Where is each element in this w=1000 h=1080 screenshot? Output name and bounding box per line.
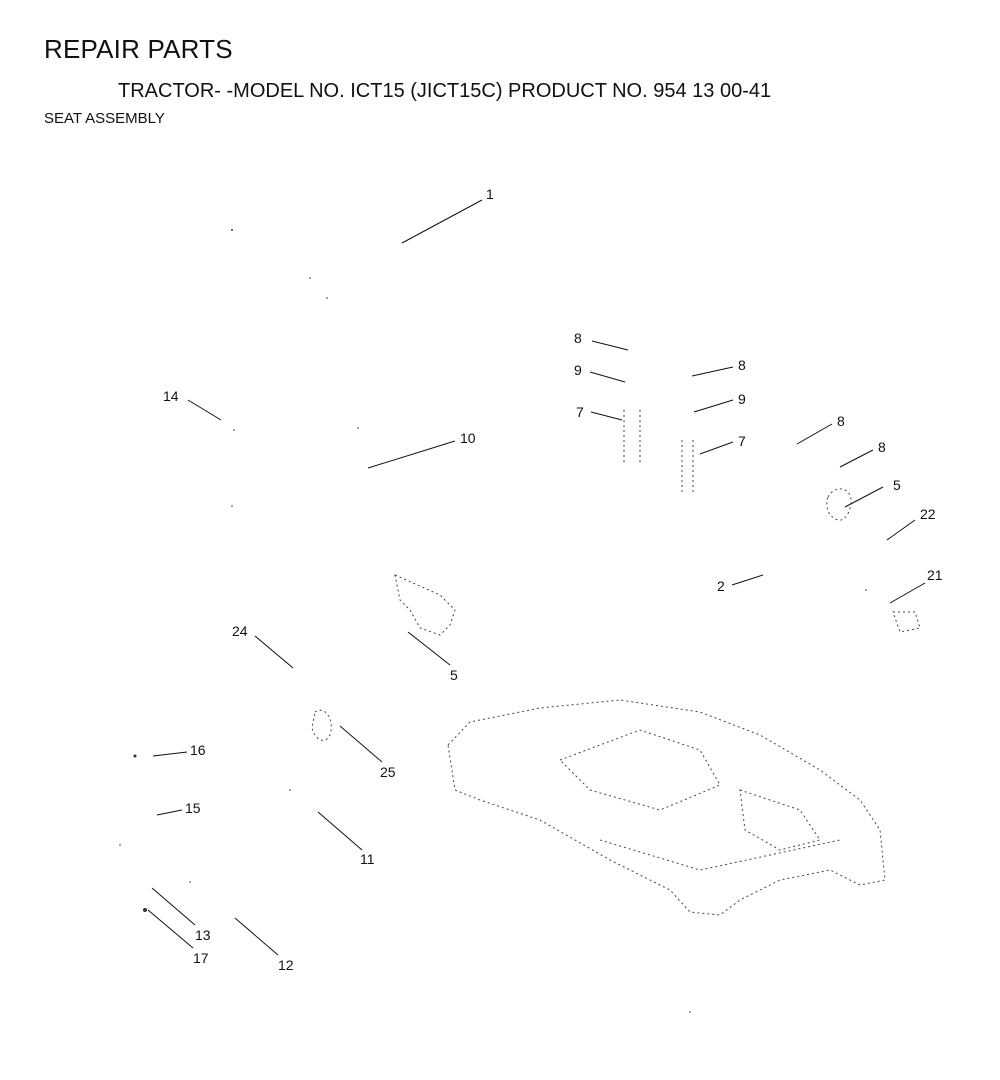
callout-1: 1: [486, 186, 494, 202]
page-title: REPAIR PARTS: [44, 34, 233, 64]
callout-21: 21: [927, 567, 943, 583]
bracket-outline: [394, 574, 456, 636]
fender-top-panel: [559, 729, 721, 811]
callout-15: 15: [185, 800, 201, 816]
knob-outline: [826, 488, 852, 521]
callout-labels: 1 8 8 9 9 7 7 14 10 8 8 5 22 2 21 24 5 2…: [163, 186, 943, 973]
part-outlines: [311, 410, 921, 916]
washer-outline: [311, 709, 332, 741]
callout-7: 7: [738, 433, 746, 449]
model-subtitle: TRACTOR- -MODEL NO. ICT15 (JICT15C) PROD…: [118, 80, 772, 102]
callout-8: 8: [837, 413, 845, 429]
callout-25: 25: [380, 764, 396, 780]
callout-5: 5: [450, 667, 458, 683]
callout-9: 9: [738, 391, 746, 407]
detail-dots: [119, 229, 867, 1013]
spring-left: [623, 410, 641, 462]
callout-10: 10: [460, 430, 476, 446]
callout-11: 11: [360, 851, 375, 867]
callout-12: 12: [278, 957, 294, 973]
fender-side-panel: [739, 789, 821, 851]
callout-7: 7: [576, 404, 584, 420]
callout-8: 8: [878, 439, 886, 455]
fender-outline: [447, 699, 886, 916]
callout-2: 2: [717, 578, 725, 594]
nut-outline: [892, 611, 921, 633]
callout-8: 8: [574, 330, 582, 346]
callout-16: 16: [190, 742, 206, 758]
leader-lines: [147, 199, 926, 956]
callout-24: 24: [232, 623, 248, 639]
section-heading: SEAT ASSEMBLY: [44, 110, 165, 127]
callout-14: 14: [163, 388, 179, 404]
callout-9: 9: [574, 362, 582, 378]
callout-13: 13: [195, 927, 211, 943]
callout-22: 22: [920, 506, 936, 522]
callout-5: 5: [893, 477, 901, 493]
spring-right: [681, 440, 694, 492]
callout-17: 17: [193, 950, 209, 966]
callout-8: 8: [738, 357, 746, 373]
fender-front-edge: [599, 839, 841, 871]
